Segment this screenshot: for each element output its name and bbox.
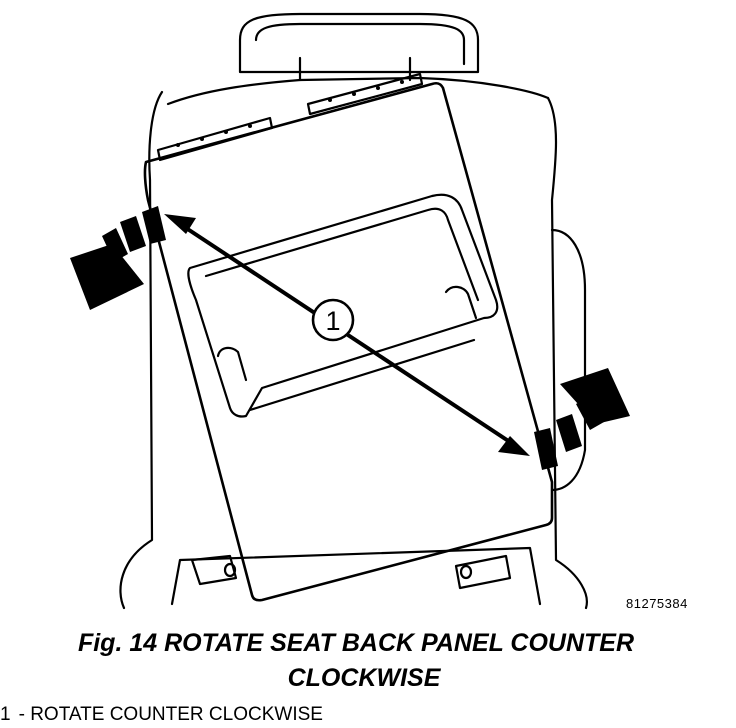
legend-number: 1 [0, 704, 11, 725]
headrest [238, 12, 480, 74]
seat-back-frame [119, 90, 588, 610]
seat-back-panel-illustration: 1 [70, 12, 630, 610]
legend-item: 1- ROTATE COUNTER CLOCKWISE [0, 704, 323, 726]
legend-text: ROTATE COUNTER CLOCKWISE [30, 704, 323, 725]
rear-panel [143, 81, 554, 602]
callout-1: 1 [311, 298, 355, 342]
rotation-arrow-left-icon [70, 206, 166, 310]
figure-reference-number: 81275384 [626, 596, 688, 611]
callout-number: 1 [325, 306, 340, 336]
rotation-arrow-right-icon [534, 368, 630, 470]
legend-separator: - [18, 704, 25, 725]
figure-caption-line-2: CLOCKWISE [287, 664, 441, 692]
figure-caption-line-1: Fig. 14 ROTATE SEAT BACK PANEL COUNTER [77, 629, 635, 657]
